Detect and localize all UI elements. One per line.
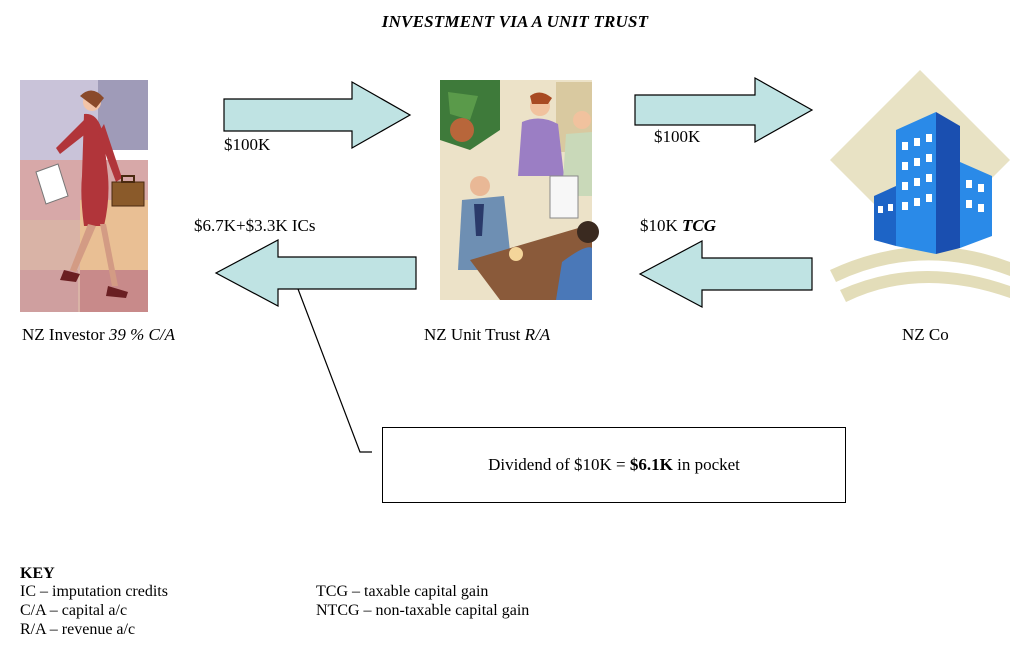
entity-name: NZ Unit Trust bbox=[424, 325, 521, 344]
entity-label-investor: NZ Investor 39 % C/A bbox=[22, 325, 175, 345]
arrow-company-to-trust bbox=[638, 240, 813, 308]
entity-name: NZ Investor bbox=[22, 325, 105, 344]
callout-connector bbox=[297, 288, 372, 453]
callout-amount: $6.1K bbox=[629, 455, 673, 474]
key-item: NTCG – non-taxable capital gain bbox=[316, 602, 530, 619]
arrow-trust-to-company bbox=[634, 76, 814, 144]
key-item: TCG – taxable capital gain bbox=[316, 583, 489, 600]
flow-type: TCG bbox=[682, 216, 717, 235]
company-clipart bbox=[830, 70, 1010, 302]
arrow-trust-to-investor bbox=[214, 239, 417, 307]
key-left-list: IC – imputation credits C/A – capital a/… bbox=[20, 582, 168, 639]
key-right-list: TCG – taxable capital gain NTCG – non-ta… bbox=[316, 582, 529, 620]
trust-clipart bbox=[440, 80, 599, 300]
flow-label-company-to-trust: $10K TCG bbox=[640, 216, 716, 236]
entity-qualifier: R/A bbox=[524, 325, 551, 344]
entity-qualifier: 39 % C/A bbox=[108, 325, 175, 344]
key-item: C/A – capital a/c bbox=[20, 602, 128, 619]
flow-label-trust-to-investor: $6.7K+$3.3K ICs bbox=[194, 216, 316, 235]
key-item: IC – imputation credits bbox=[20, 583, 168, 600]
key-item: R/A – revenue a/c bbox=[20, 621, 136, 638]
entity-label-trust: NZ Unit Trust R/A bbox=[424, 325, 550, 345]
arrow-investor-to-trust bbox=[223, 80, 412, 150]
entity-label-company: NZ Co bbox=[902, 325, 949, 344]
flow-label-trust-to-company: $100K bbox=[654, 127, 701, 146]
flow-amount: $10K bbox=[640, 216, 678, 235]
key-heading: KEY bbox=[20, 565, 55, 582]
investor-clipart bbox=[20, 80, 148, 312]
callout-prefix: Dividend of $10K = bbox=[488, 455, 630, 474]
diagram-title: INVESTMENT VIA A UNIT TRUST bbox=[381, 12, 649, 31]
dividend-callout-box: Dividend of $10K = $6.1K in pocket bbox=[382, 427, 846, 503]
flow-label-investor-to-trust: $100K bbox=[224, 135, 271, 154]
callout-suffix: in pocket bbox=[672, 455, 740, 474]
